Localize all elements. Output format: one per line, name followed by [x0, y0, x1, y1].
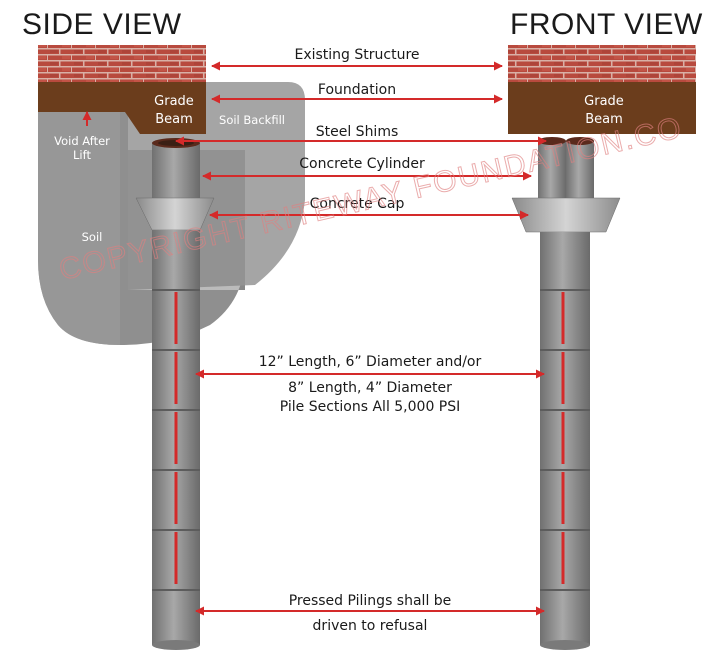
front-view: FRONT VIEW Grade Beam	[508, 8, 703, 650]
soil-backfill-label: Soil Backfill	[219, 113, 285, 127]
void-label-2: Lift	[73, 148, 91, 162]
front-grade-beam	[508, 82, 696, 134]
side-concrete-cylinder	[152, 143, 200, 198]
side-view-title: SIDE VIEW	[22, 8, 182, 41]
pile-spec-line-3: Pile Sections All 5,000 PSI	[280, 399, 461, 415]
side-pile-stack	[152, 230, 200, 650]
front-pile-stack	[540, 232, 590, 650]
front-view-title: FRONT VIEW	[510, 8, 703, 41]
side-grade-beam	[38, 82, 206, 134]
side-grade-beam-label-1: Grade	[154, 94, 194, 109]
front-concrete-cylinder-right	[566, 141, 594, 198]
soil-label: Soil	[82, 230, 103, 244]
front-grade-beam-label-2: Beam	[585, 112, 623, 127]
concrete-cylinder-label: Concrete Cylinder	[299, 156, 425, 172]
callouts: Existing Structure Foundation Steel Shim…	[175, 47, 547, 634]
existing-structure-label: Existing Structure	[294, 47, 419, 63]
refusal-line-1: Pressed Pilings shall be	[289, 593, 452, 609]
side-grade-beam-label-2: Beam	[155, 112, 193, 127]
void-label-1: Void After	[54, 134, 110, 148]
pile-spec-line-2: 8” Length, 4” Diameter	[288, 380, 452, 396]
front-concrete-cap	[511, 197, 621, 233]
foundation-label: Foundation	[318, 82, 396, 98]
steel-shims-label: Steel Shims	[316, 124, 399, 140]
front-concrete-cylinder-left	[538, 141, 566, 198]
refusal-line-2: driven to refusal	[313, 618, 428, 634]
front-grade-beam-label-1: Grade	[584, 94, 624, 109]
side-view: SIDE VIEW Grade Beam Soil Backfill Void …	[22, 8, 305, 650]
side-brick-wall	[38, 45, 206, 83]
concrete-cap-label: Concrete Cap	[310, 196, 405, 212]
front-brick-wall	[508, 45, 696, 83]
pile-spec-line-1: 12” Length, 6” Diameter and/or	[259, 354, 482, 370]
